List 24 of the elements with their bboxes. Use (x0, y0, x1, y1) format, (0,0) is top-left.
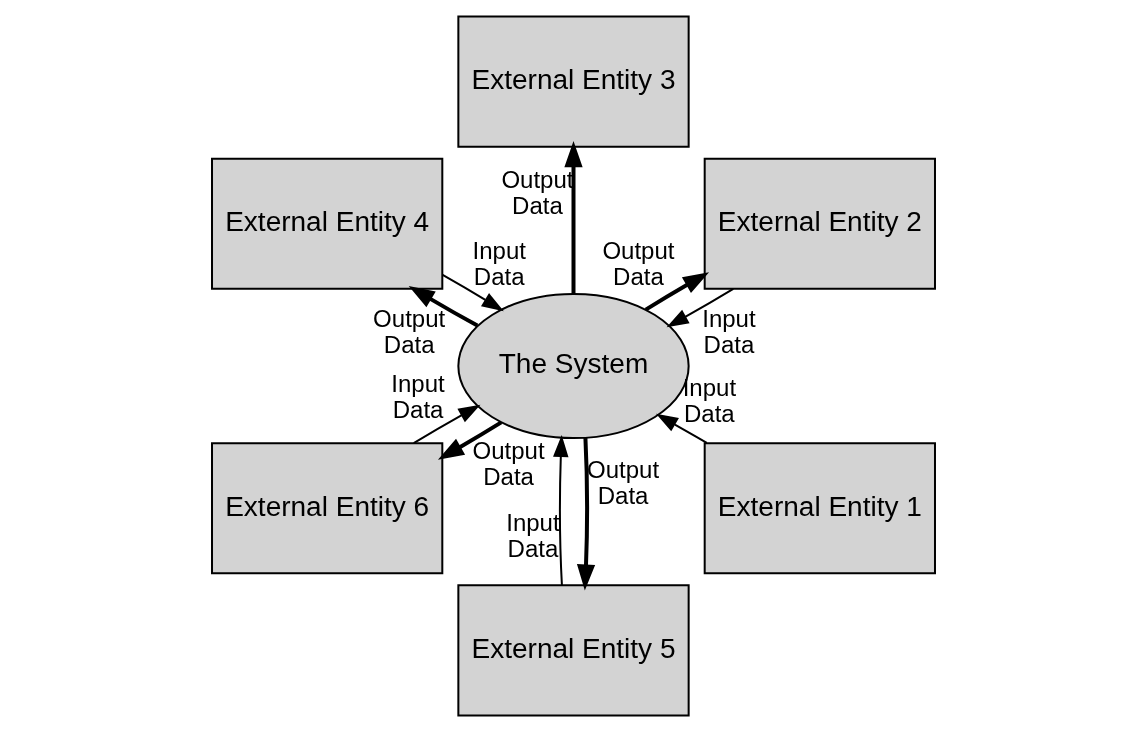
edge-label: Output Data (601, 237, 675, 291)
arrow (408, 285, 478, 328)
node-box: External Entity 5 (456, 584, 690, 717)
edge-label: Output Data (472, 437, 545, 491)
node-box: External Entity 4 (210, 157, 443, 290)
node-box: External Entity 6 (210, 442, 443, 575)
arrow (412, 404, 480, 445)
edge-label: Input Data (701, 304, 756, 358)
arrow (576, 437, 595, 591)
edge-label: Output Data (500, 165, 574, 219)
edge-label: Output Data (372, 304, 445, 358)
arrow (644, 272, 709, 312)
edge-label: Output Data (586, 455, 659, 509)
edge-label: Input Data (472, 237, 526, 291)
node-box: External Entity 1 (703, 442, 936, 575)
node-box: External Entity 3 (456, 15, 690, 148)
arrow (563, 141, 583, 294)
arrow (437, 420, 502, 460)
arrow (552, 434, 568, 587)
arrow (441, 273, 504, 312)
arrow (666, 287, 734, 328)
arrow (655, 413, 708, 444)
edge-label: Input Data (390, 369, 445, 423)
node-box: External Entity 2 (703, 157, 936, 290)
